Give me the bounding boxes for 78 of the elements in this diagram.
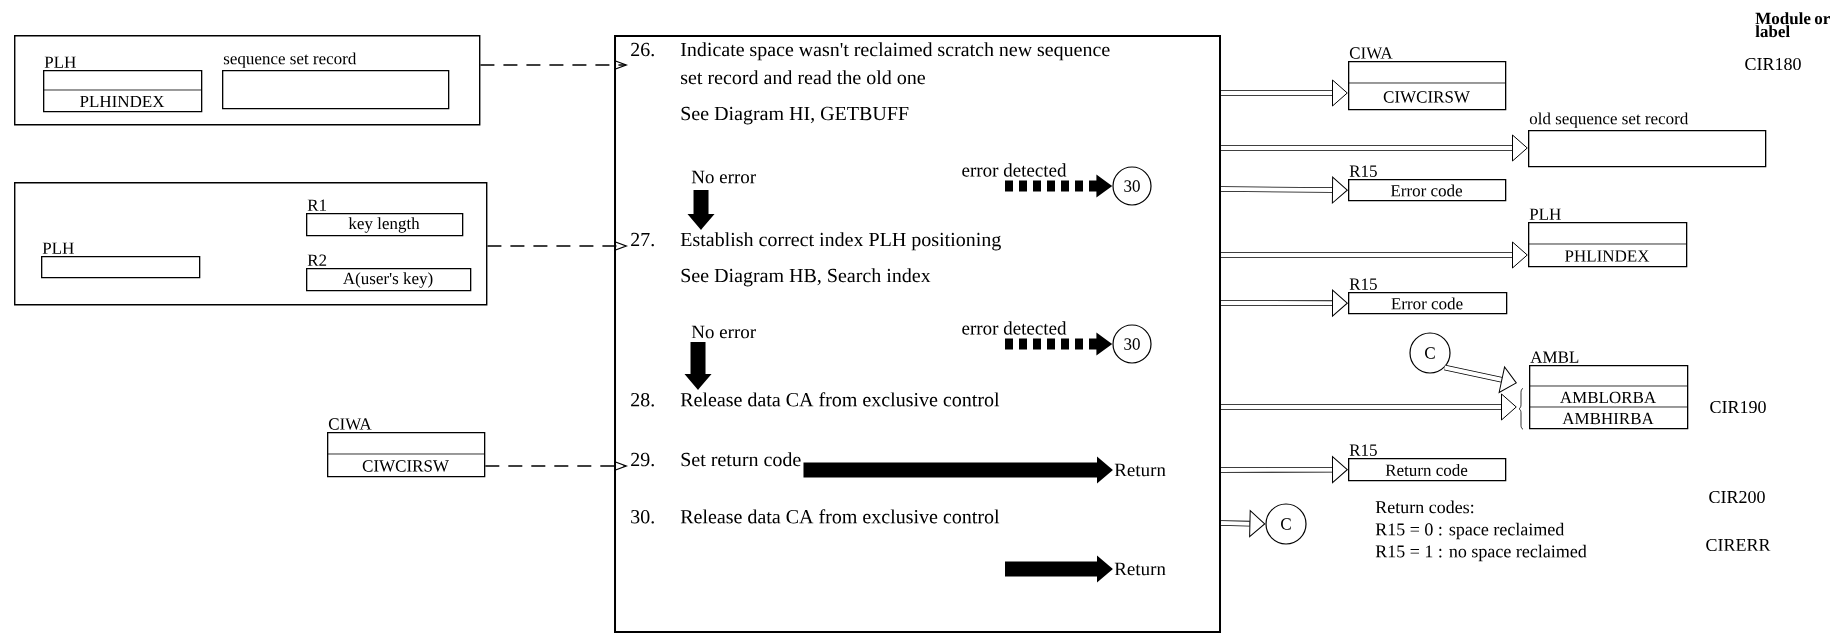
- note-text: Return codes:: [1375, 500, 1474, 514]
- record-box: [1347, 47, 1507, 111]
- dashed-arrow: [486, 240, 628, 252]
- record-box: [1527, 208, 1688, 268]
- step-number: 27.: [631, 232, 654, 247]
- record-box: [1348, 444, 1507, 482]
- note-text: R15 = 1 : no space reclaimed: [1375, 544, 1587, 562]
- record-box: [42, 56, 203, 113]
- box-label: old sequence set record: [1529, 112, 1689, 128]
- process-box: [614, 35, 1221, 633]
- box-label: R15: [1349, 165, 1377, 177]
- field-label: PHLINDEX: [1565, 250, 1650, 262]
- record-box: [1348, 165, 1507, 202]
- field-label: CIWCIRSW: [1383, 91, 1470, 103]
- edge-label: No error: [690, 169, 758, 185]
- reference-text: See Diagram HB, Search index: [681, 268, 931, 287]
- hollow-arrow: [1444, 364, 1517, 393]
- step-text: Release data CA from exclusive control: [680, 509, 1000, 524]
- return-text: Return: [1114, 562, 1166, 576]
- hollow-arrow: [1221, 289, 1348, 317]
- box-label: R2: [307, 254, 327, 266]
- edge-label: error detected: [960, 162, 1068, 178]
- box-label: AMBL: [1530, 351, 1579, 363]
- box-label: PLH: [44, 56, 76, 68]
- note-text: CIR180: [1745, 57, 1801, 71]
- step-number: 26.: [631, 42, 654, 57]
- dashed-arrow: [479, 59, 628, 71]
- field-label: key length: [348, 217, 420, 233]
- record-box: [326, 418, 486, 478]
- reference-text: See Diagram HI, GETBUFF: [681, 106, 909, 125]
- step-number: 29.: [631, 452, 654, 467]
- box-label: R15: [1349, 278, 1377, 290]
- hollow-arrow: [1221, 134, 1528, 162]
- input-box: [14, 182, 488, 306]
- field-label: AMBLORBA: [1560, 391, 1657, 404]
- box-label: CIWA: [1349, 47, 1393, 59]
- note-text: CIR200: [1709, 490, 1765, 504]
- field-label: A(user's key): [343, 272, 433, 288]
- box-label: R15: [1349, 444, 1377, 456]
- field-label: Error code: [1390, 184, 1463, 197]
- hollow-arrow: [1221, 456, 1348, 484]
- record-box: [1348, 278, 1508, 315]
- input-box: [14, 35, 481, 126]
- record-box: [1528, 112, 1767, 168]
- box-label: PLH: [42, 242, 74, 254]
- hollow-arrow: [1221, 176, 1348, 204]
- note-text: CIR190: [1710, 400, 1766, 414]
- step-text: Release data CA from exclusive control: [680, 392, 1000, 407]
- step-number: 28.: [631, 393, 654, 407]
- return-text: Return: [1114, 463, 1166, 477]
- field-label: Return code: [1385, 464, 1468, 476]
- dashed-arrow: [484, 460, 628, 472]
- record-box: [222, 52, 450, 110]
- record-box: [306, 199, 464, 237]
- box-label: R1: [307, 199, 327, 211]
- edge-label: No error: [690, 324, 758, 340]
- field-label: Error code: [1391, 297, 1463, 310]
- record-box: [306, 254, 472, 292]
- edge-label: error detected: [960, 320, 1068, 336]
- box-label: CIWA: [328, 418, 372, 430]
- field-label: PLHINDEX: [80, 95, 165, 108]
- step-text: Establish correct index PLH positioning: [680, 232, 1001, 251]
- record-box: [41, 242, 201, 279]
- record-box: [1518, 351, 1689, 430]
- step-number: 30.: [631, 510, 654, 524]
- note-text: R15 = 0 : space reclaimed: [1375, 522, 1565, 540]
- box-label: sequence set record: [223, 52, 357, 68]
- column-heading: Module or label: [1755, 12, 1830, 38]
- hollow-arrow: [1221, 79, 1348, 107]
- note-text: CIRERR: [1706, 538, 1771, 552]
- hollow-arrow: [1221, 241, 1528, 269]
- hollow-arrow: [1221, 393, 1517, 421]
- box-label: PLH: [1529, 208, 1561, 220]
- step-text: Set return code: [681, 452, 801, 467]
- hollow-arrow: [1220, 510, 1266, 538]
- field-label: AMBHIRBA: [1562, 412, 1654, 425]
- field-label: CIWCIRSW: [362, 460, 449, 472]
- step-text: Indicate space wasn't reclaimed scratch new sequence set record and read the old one: [680, 42, 1110, 85]
